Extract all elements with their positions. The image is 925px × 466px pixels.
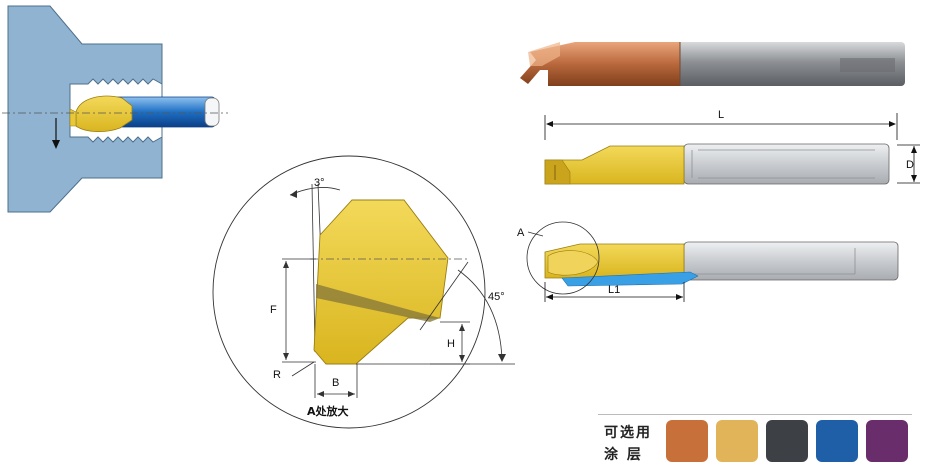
- divider: [598, 414, 912, 415]
- boring-tool-in-bore: [69, 95, 220, 132]
- dim-F-label: F: [270, 304, 277, 316]
- tool-detail-view: A L1: [517, 221, 899, 302]
- radius-R-label: R: [273, 369, 281, 381]
- coating-swatch-purple: [866, 420, 908, 462]
- dim-L1-label: L1: [608, 284, 620, 296]
- callout-A-label: A: [517, 227, 525, 239]
- coating-options-label: 可选用 涂 层: [604, 422, 662, 466]
- detail-enlargement: 3° F H 45° R B A处放大: [212, 155, 515, 429]
- coating-swatch-dark-gray: [766, 420, 808, 462]
- dim-B-label: B: [332, 377, 339, 389]
- coating-options: 可选用 涂 层: [598, 414, 918, 463]
- coating-swatch-copper: [666, 420, 708, 462]
- tool-photo: [520, 42, 905, 86]
- dim-D-label: D: [906, 159, 914, 171]
- coating-label-line2: 涂 层: [604, 447, 643, 463]
- angle-45-label: 45°: [488, 291, 505, 303]
- feed-arrow: [52, 118, 60, 149]
- detail-caption: A处放大: [307, 404, 349, 418]
- dim-H-label: H: [447, 338, 455, 350]
- coating-swatch-gold: [716, 420, 758, 462]
- coating-swatch-blue: [816, 420, 858, 462]
- dim-L-label: L: [718, 109, 724, 121]
- angle-3-label: 3°: [314, 177, 325, 189]
- coating-label-line1: 可选用: [604, 425, 652, 441]
- tool-side-view: L D: [544, 109, 920, 185]
